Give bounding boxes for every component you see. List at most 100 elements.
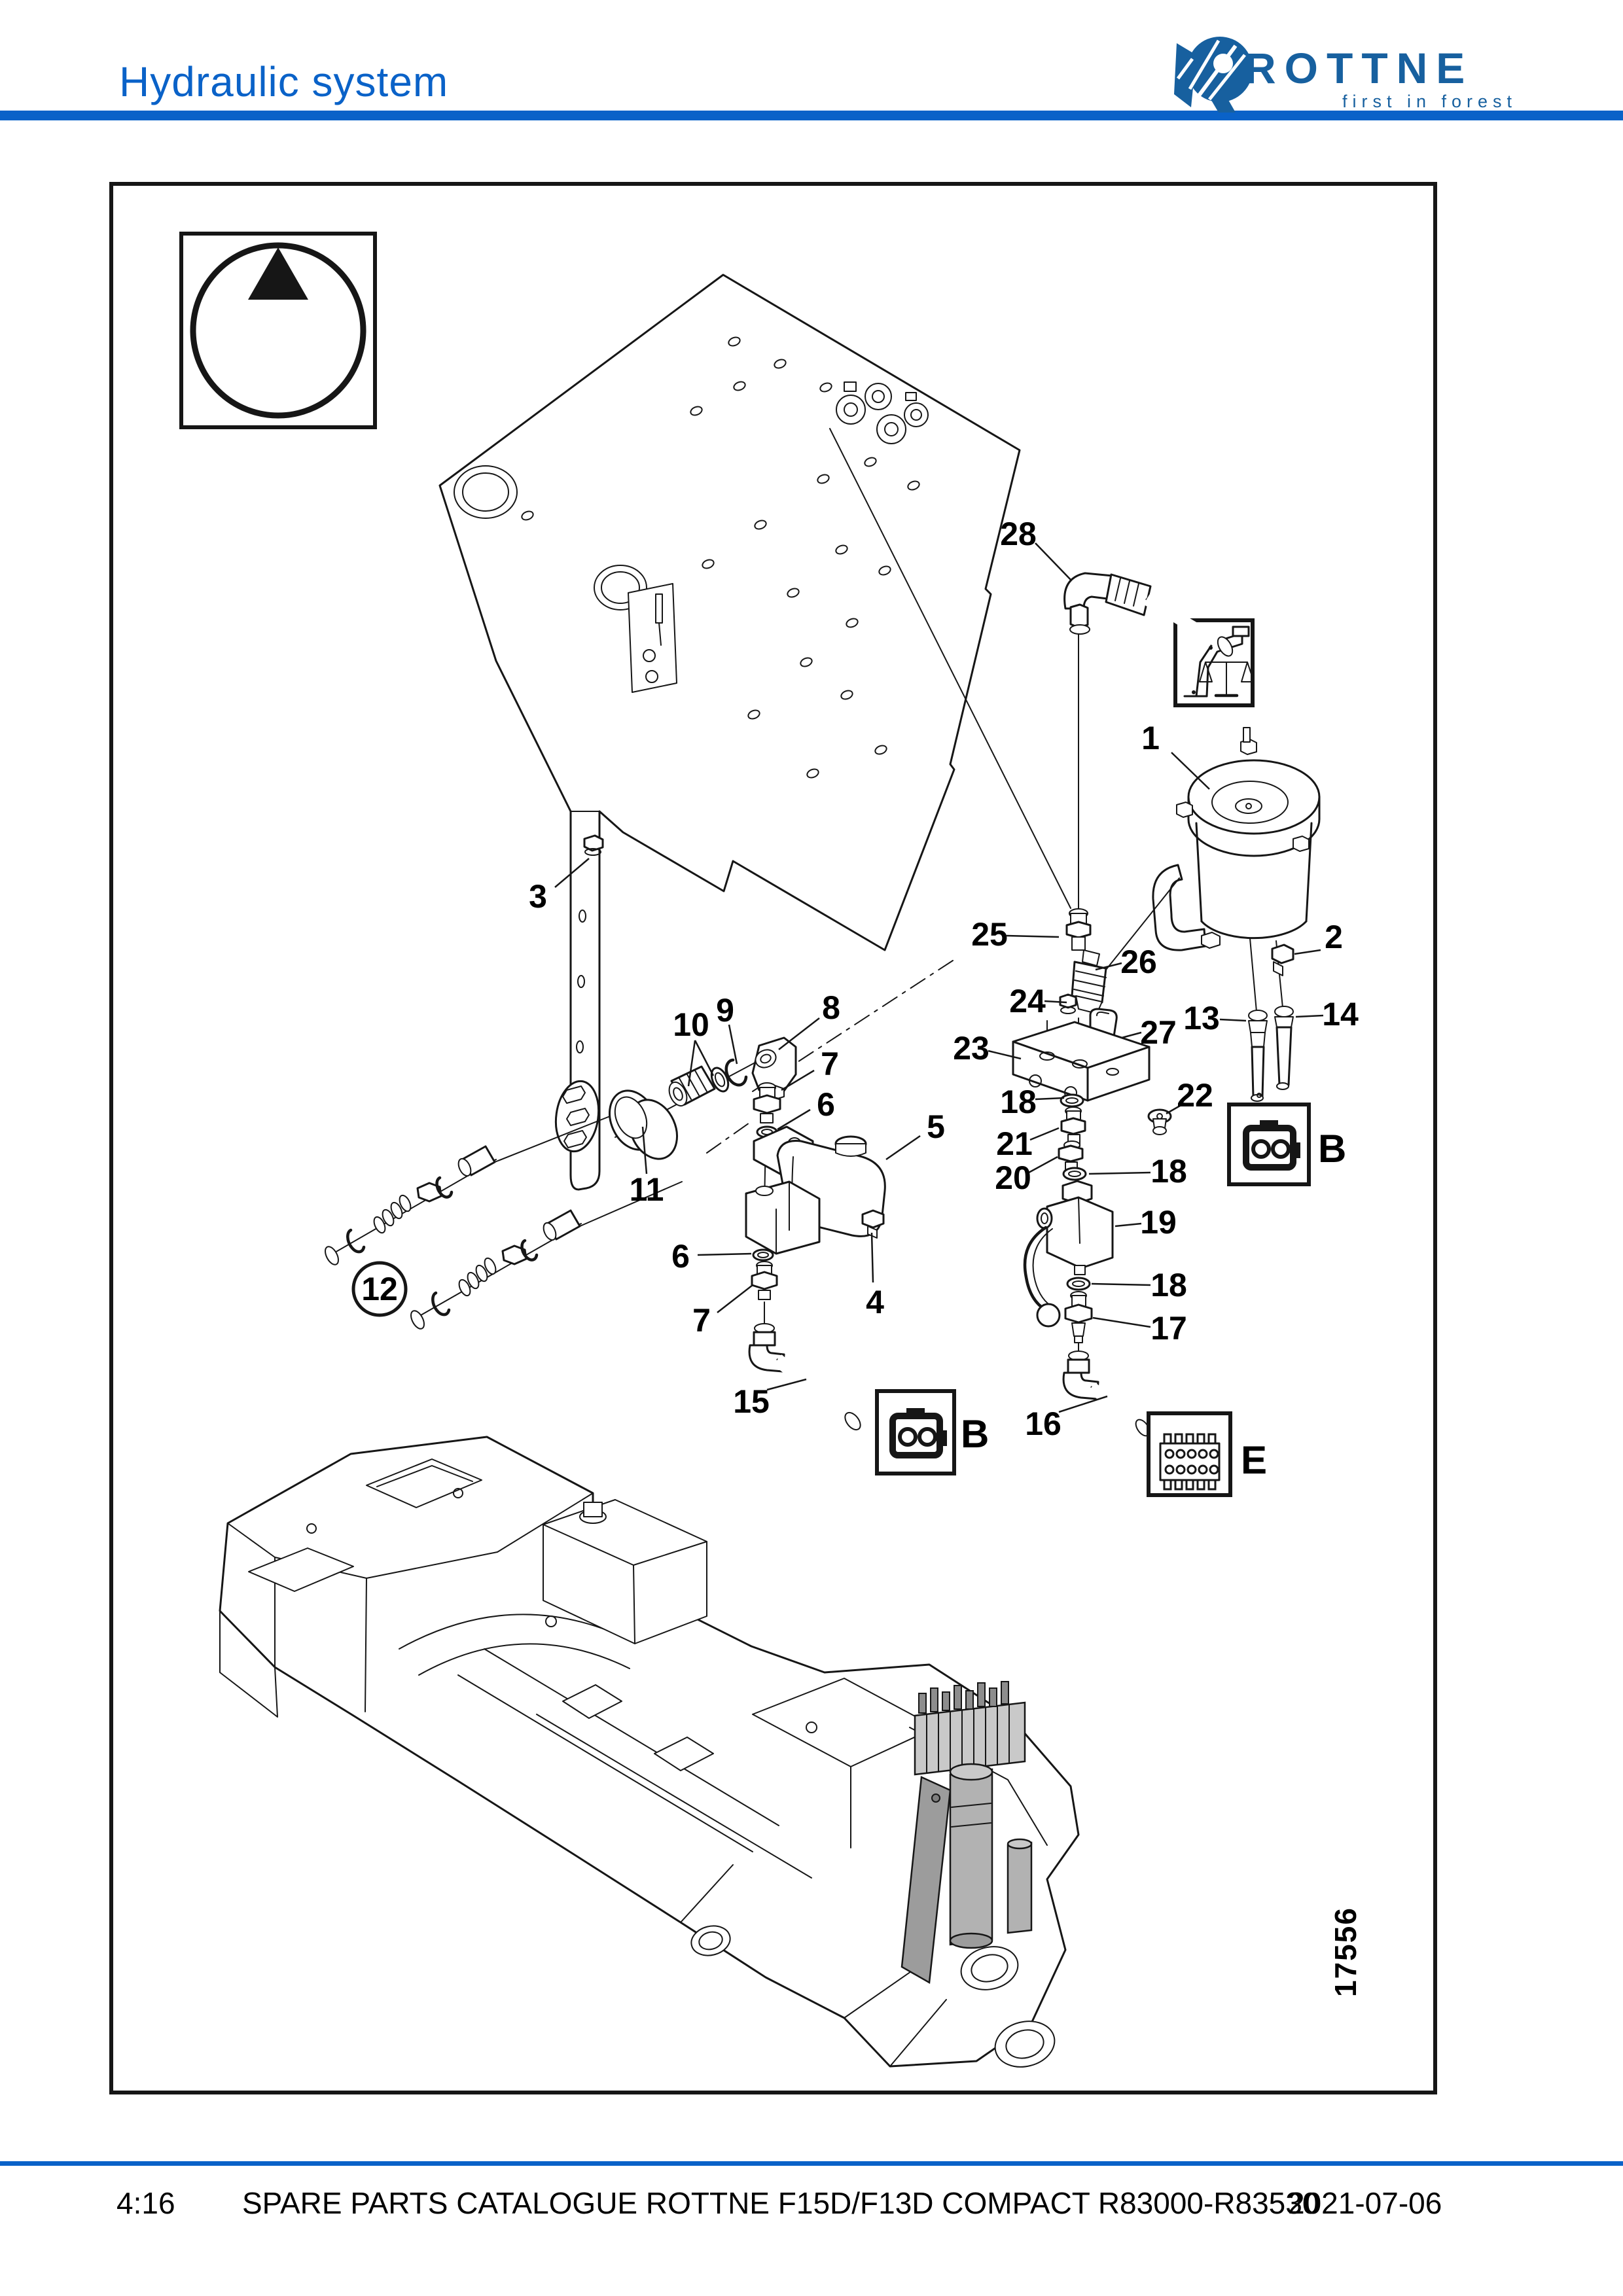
footer-page-ref: 4:16 [116, 2186, 175, 2220]
part-3-nut [583, 834, 604, 856]
footer-date: 2021-07-06 [1288, 2186, 1442, 2220]
callout-6-2-leader [697, 1252, 752, 1256]
callout-5: 5 [927, 1108, 945, 1145]
diagram-border [109, 182, 1437, 2094]
callout-20: 20 [995, 1159, 1031, 1196]
plate-bracket [628, 583, 677, 693]
part-15-elbow-hose [748, 1323, 861, 1431]
axis-dash-line-2 [706, 1121, 752, 1154]
callout-18-3-leader [1091, 1282, 1151, 1286]
plate-fitting-cluster [836, 381, 929, 444]
callout-4-leader [870, 1232, 874, 1283]
callout-2: 2 [1325, 919, 1343, 955]
connector-e-label: E [1241, 1438, 1267, 1482]
part-28-elbow-hose [1063, 572, 1234, 909]
callout-26: 26 [1120, 944, 1157, 980]
mounting-plate [438, 274, 1071, 1191]
callout-22: 22 [1177, 1077, 1213, 1114]
callout-3-leader [554, 858, 590, 888]
part-21-fitting [1060, 1106, 1086, 1147]
callout-11-leader [641, 1126, 648, 1174]
callout-4: 4 [866, 1284, 884, 1320]
callout-14-leader [1295, 1014, 1324, 1018]
callout-24-leader [1044, 1000, 1067, 1004]
rottne-logo-icon [1174, 37, 1253, 113]
callout-8: 8 [822, 989, 840, 1026]
callout-25: 25 [971, 916, 1008, 953]
part-22-plug [1147, 1108, 1172, 1135]
callout-15: 15 [733, 1383, 770, 1420]
callout-10-leader [694, 1040, 715, 1076]
coupler-row [609, 1036, 797, 1160]
callout-25-leader [1006, 934, 1060, 938]
connector-b-right-label: B [1318, 1127, 1346, 1171]
callout-13: 13 [1183, 1000, 1220, 1036]
callout-18-1-leader [1035, 1097, 1065, 1101]
part-19-valve [1023, 1180, 1114, 1328]
part-2-bolt [1271, 944, 1294, 976]
callout-27: 27 [1140, 1014, 1177, 1051]
callout-7-2-leader [717, 1284, 753, 1313]
callout-12: 12 [361, 1271, 398, 1307]
callout-6-1-leader [777, 1108, 811, 1131]
part-17-fitting [1064, 1291, 1093, 1343]
brand-wordmark: ROTTNE [1245, 44, 1474, 92]
callout-16-leader [1058, 1395, 1108, 1413]
hose-loop-assembly [168, 1116, 683, 1430]
brand-tagline: first in forest [1342, 92, 1517, 111]
part-10-coupler [668, 1065, 730, 1107]
page-title: Hydraulic system [119, 58, 449, 105]
callout-5-leader [885, 1135, 921, 1161]
callout-27-leader [1121, 1031, 1142, 1039]
part-13-hose [1248, 1010, 1268, 1102]
callout-13-leader [1219, 1018, 1247, 1022]
callout-6-1: 6 [817, 1086, 835, 1123]
part-coil [745, 1180, 821, 1255]
callout-17: 17 [1150, 1310, 1187, 1347]
axis-dash-line [752, 960, 954, 1092]
carrier-frame-drawing [219, 1436, 1080, 2068]
callout-9-leader [728, 1024, 738, 1065]
part-6-oring-lower [752, 1248, 774, 1262]
part-23-manifold [1012, 1021, 1150, 1102]
connector-b-bottom-label: B [961, 1412, 989, 1456]
part-16-elbow-hose [1062, 1342, 1150, 1437]
loop-end-fittings [346, 1145, 496, 1254]
part-20-fitting [1058, 1140, 1084, 1171]
part-7-fitting-lower [751, 1261, 778, 1300]
callout-18-1: 18 [1000, 1084, 1037, 1120]
callout-21: 21 [996, 1125, 1033, 1162]
part-18-washer-3 [1066, 1277, 1091, 1291]
callout-7-1-leader [781, 1069, 815, 1091]
callout-15-leader [766, 1378, 807, 1391]
part-4-bolt [861, 1209, 885, 1239]
callout-17-leader [1092, 1316, 1151, 1328]
connector-box-b-bottom: B [875, 1389, 989, 1475]
part-7-fitting-upper [753, 1082, 781, 1123]
callout-10: 10 [673, 1006, 709, 1043]
callout-18-2: 18 [1150, 1153, 1187, 1190]
callout-1-leader [1171, 752, 1210, 790]
callout-14: 14 [1322, 996, 1359, 1033]
callout-8-leader [778, 1017, 820, 1050]
callout-19-leader [1115, 1222, 1142, 1227]
circle-triangle-icon [179, 232, 377, 429]
callout-28: 28 [1000, 516, 1037, 552]
footer-rule [0, 2161, 1623, 2166]
callout-6-2: 6 [671, 1238, 690, 1275]
callout-9: 9 [716, 992, 734, 1029]
part-11-cap [609, 1089, 678, 1160]
part-9-ring [724, 1058, 748, 1087]
solenoid-assembly [745, 1082, 886, 1431]
callout-7-1: 7 [821, 1046, 839, 1082]
callout-11: 11 [630, 1171, 664, 1208]
callout-23-leader [988, 1050, 1022, 1060]
callout-16: 16 [1025, 1405, 1061, 1442]
footer-catalogue-title: SPARE PARTS CATALOGUE ROTTNE F15D/F13D C… [242, 2186, 1319, 2220]
part-26-sensor [1071, 949, 1107, 1014]
part-18-washer-2 [1062, 1167, 1087, 1181]
callout-19: 19 [1140, 1204, 1177, 1241]
callout-18-3: 18 [1150, 1267, 1187, 1303]
